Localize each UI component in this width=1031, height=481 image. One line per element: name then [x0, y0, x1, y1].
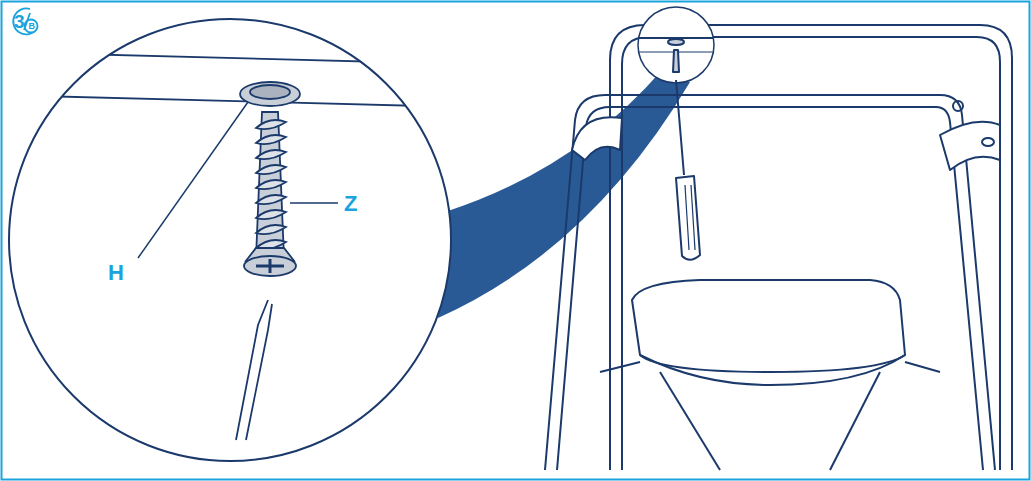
screw-thread — [256, 225, 286, 234]
screw-thread — [256, 120, 286, 129]
part-label: Z — [344, 193, 357, 215]
screw-thread — [256, 195, 286, 204]
zoom-detail — [0, 52, 460, 440]
screw-thread — [256, 165, 286, 174]
step-badge — [13, 8, 37, 34]
step-letter: B — [29, 22, 36, 31]
screw-thread — [256, 150, 286, 159]
chair-illustration — [545, 7, 1012, 470]
part-label: H — [108, 262, 124, 284]
screw-thread — [256, 135, 286, 144]
step-number: 3 — [14, 12, 25, 31]
screw-thread — [256, 210, 286, 219]
zoom-circle — [9, 19, 451, 461]
screw-thread — [256, 180, 286, 189]
